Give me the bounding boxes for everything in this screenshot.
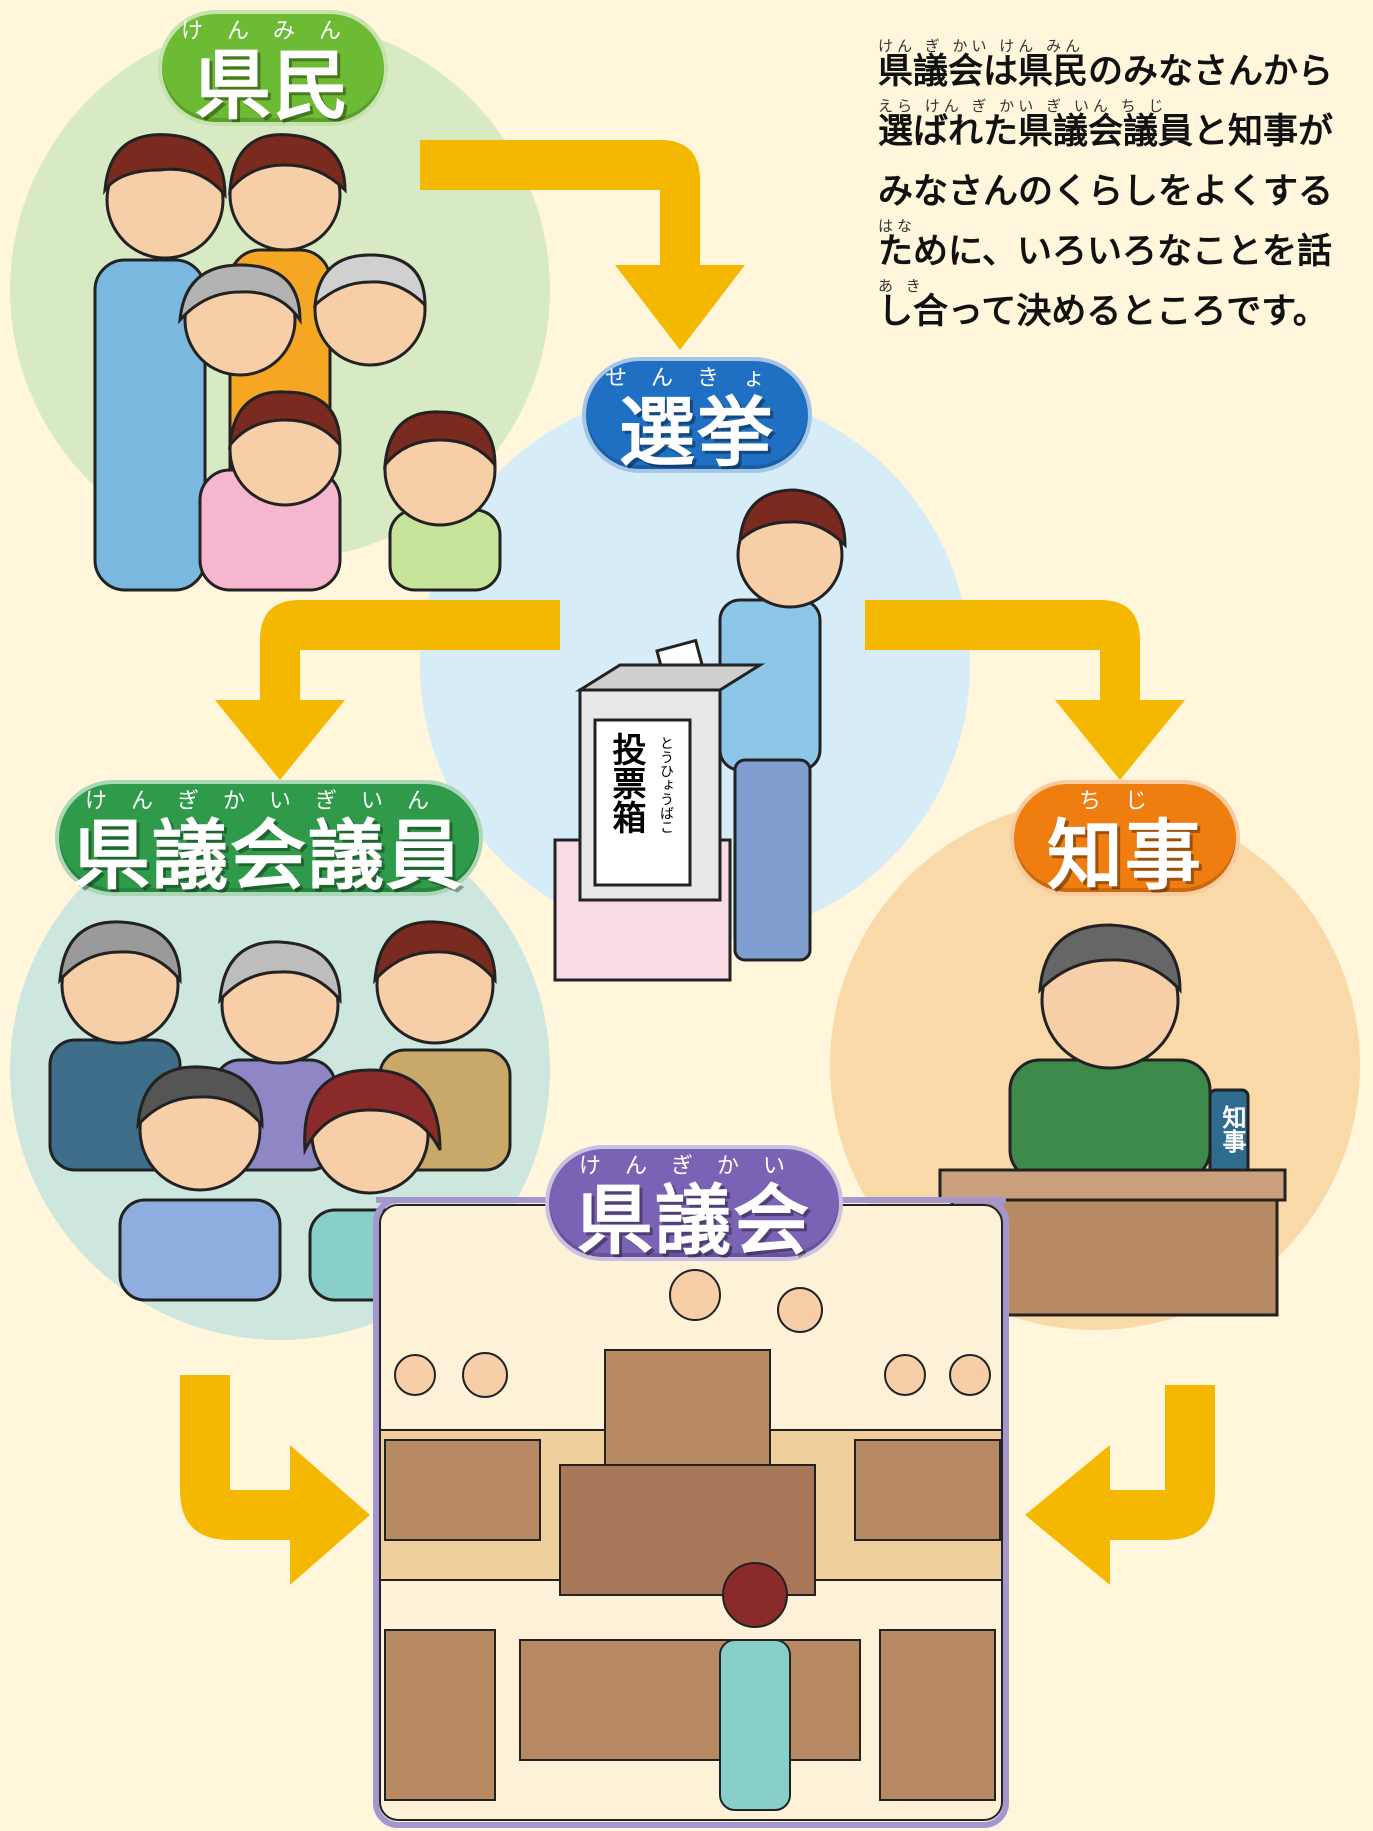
description-line: あ きし合って決めるところです。 (878, 277, 1328, 333)
giin-ruby: けんぎかいぎいん (84, 789, 453, 814)
arrow-giin-to-kengikai (180, 1375, 370, 1585)
arrow-kenmin-to-senkyo (420, 140, 745, 350)
flow-arrows (180, 140, 1215, 1585)
description: けん ぎ かい けん みん県議会は県民のみなさんから えら けん ぎ かい ぎ … (878, 37, 1338, 340)
podium-sign: 知事 (1218, 1105, 1246, 1153)
kenmin-label: けんみん 県民 (158, 10, 388, 130)
description-line: みなさんのくらしをよくする (878, 172, 1334, 212)
senkyo-label: せんきょ 選挙 (582, 357, 812, 477)
arrow-senkyo-to-chiji (865, 600, 1185, 780)
kenmin-text: 県民 (195, 41, 351, 130)
chiji-text: 知事 (1047, 811, 1203, 900)
description-line: けん ぎ かい けん みん県議会は県民のみなさんから (878, 37, 1334, 93)
description-line: えら けん ぎ かい ぎ いん ち じ選ばれた県議会議員と知事が (878, 97, 1334, 153)
kengikai-text: 県議会 (577, 1176, 811, 1265)
ballot-box-sign: 投票箱 とうひょうばこ (600, 728, 685, 878)
senkyo-text: 選挙 (619, 388, 775, 477)
kenmin-ruby: けんみん (180, 19, 365, 44)
arrow-senkyo-to-giin (215, 600, 560, 780)
chiji-ruby: ちじ (1078, 789, 1171, 814)
kenmin-family-illustration (93, 133, 502, 592)
kengikai-label: けんぎかい 県議会 (545, 1145, 843, 1265)
chiji-label: ちじ 知事 (1010, 780, 1240, 900)
assembly-hall-illustration (379, 1204, 1003, 1821)
arrow-chiji-to-kengikai (1025, 1385, 1215, 1585)
ballot-box-label: 投票箱 (606, 732, 646, 834)
giin-label: けんぎかいぎいん 県議会議員 (55, 780, 483, 900)
description-line: はなために、いろいろなことを話 (878, 217, 1332, 273)
kengikai-ruby: けんぎかい (578, 1154, 809, 1179)
ballot-box-ruby: とうひょうばこ (658, 736, 674, 834)
giin-illustration (48, 920, 512, 1302)
senkyo-ruby: せんきょ (604, 366, 789, 391)
ballot-box-illustration (553, 663, 766, 982)
giin-text: 県議会議員 (74, 811, 464, 900)
